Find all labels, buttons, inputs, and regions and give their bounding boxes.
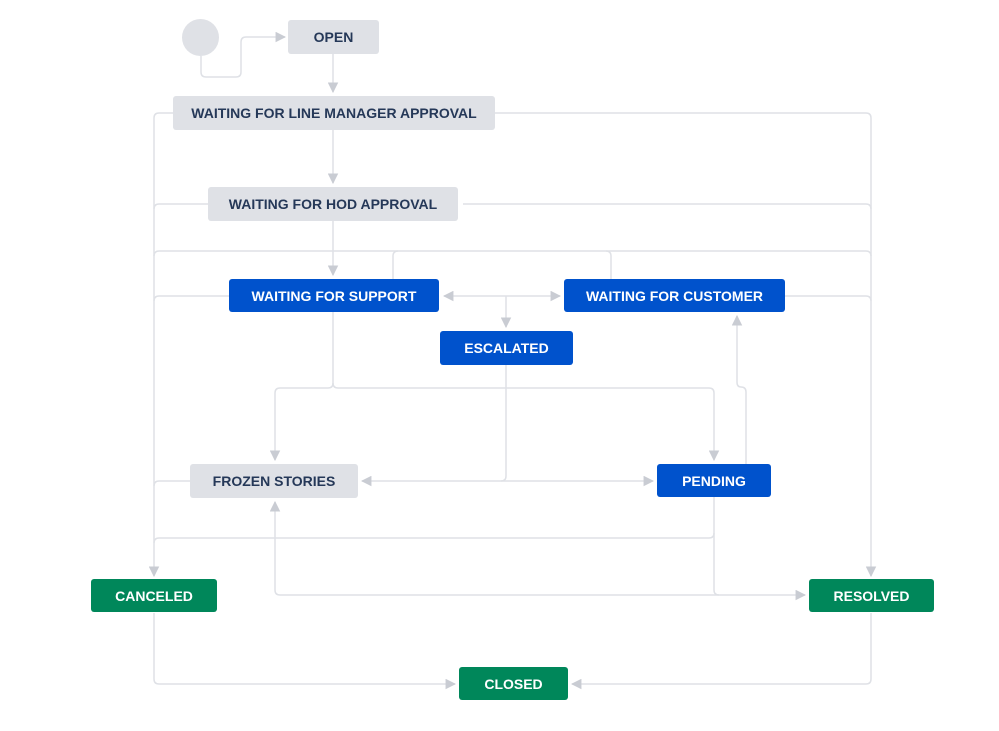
status-open[interactable]: OPEN: [288, 20, 379, 54]
status-resolved[interactable]: RESOLVED: [809, 579, 934, 612]
status-pending[interactable]: PENDING: [657, 464, 771, 497]
connector-support-pending: [332, 382, 720, 462]
connector-pending-customer: [731, 314, 747, 464]
connector-escalated-down: [500, 365, 507, 482]
status-waiting-hod-approval[interactable]: WAITING FOR HOD APPROVAL: [208, 187, 458, 221]
connector-pending-resolved: [713, 533, 807, 601]
status-escalated[interactable]: ESCALATED: [440, 331, 573, 365]
connector-pending-canceled: [153, 497, 715, 544]
status-canceled[interactable]: CANCELED: [91, 579, 217, 612]
connector-customer-right: [785, 295, 872, 302]
connector-hod-left: [153, 203, 208, 210]
connector-frozen-left: [153, 480, 190, 487]
connector-resolved-closed: [570, 613, 872, 690]
start-node[interactable]: [182, 19, 219, 56]
connector-support-branch: [269, 312, 334, 462]
connector-bottom-frozen: [269, 500, 719, 596]
connector-loop-customer: [605, 250, 612, 279]
status-waiting-line-manager-approval[interactable]: WAITING FOR LINE MANAGER APPROVAL: [173, 96, 495, 130]
connector-hod-right: [463, 203, 872, 210]
status-frozen-stories[interactable]: FROZEN STORIES: [190, 464, 358, 498]
connector-canceled-closed: [153, 613, 457, 690]
connector-support-left: [153, 295, 229, 302]
status-waiting-for-support[interactable]: WAITING FOR SUPPORT: [229, 279, 439, 312]
status-closed[interactable]: CLOSED: [459, 667, 568, 700]
connector-lm-canceled: [148, 112, 173, 578]
connector-loop-support: [392, 250, 399, 279]
connector-lm-resolved: [495, 112, 877, 578]
connector-loop-top: [153, 250, 872, 257]
connector-start-open: [200, 31, 287, 78]
status-waiting-for-customer[interactable]: WAITING FOR CUSTOMER: [564, 279, 785, 312]
